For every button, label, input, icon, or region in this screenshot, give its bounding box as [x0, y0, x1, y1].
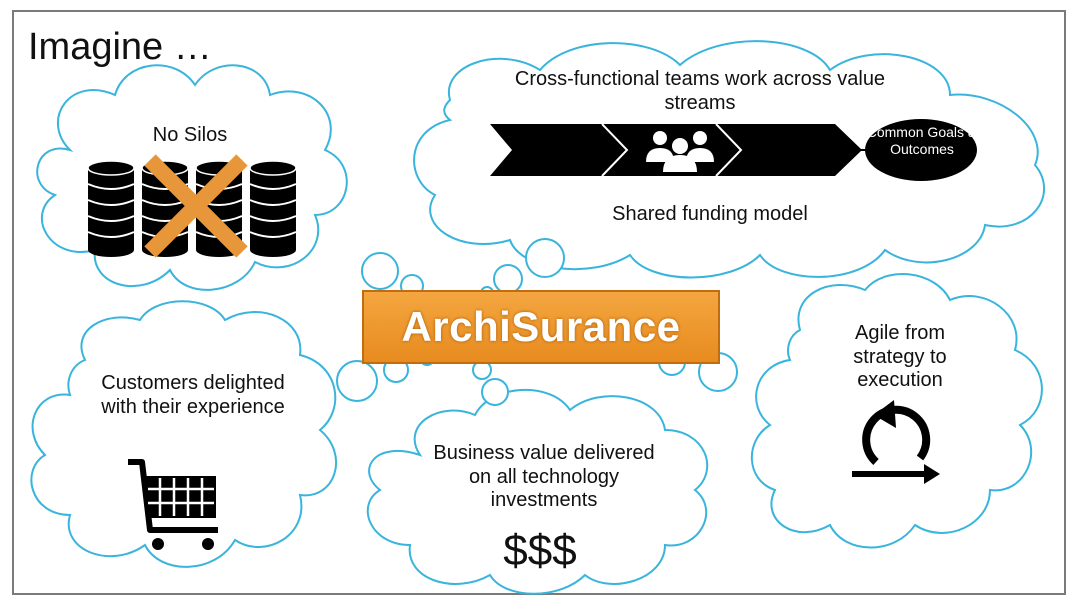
cloud-no-silos — [36, 64, 348, 291]
cross-icon — [144, 154, 248, 258]
dollar-symbol: $$$ — [503, 526, 577, 575]
archisurance-label: ArchiSurance — [401, 303, 681, 350]
cycle-arrow-icon — [852, 400, 940, 484]
database-icon — [249, 160, 297, 257]
database-icon — [87, 160, 135, 257]
cloud-customers — [30, 300, 337, 568]
teams-heading: Cross-functional teams work across value… — [514, 68, 886, 114]
cloud-business — [366, 389, 709, 595]
people-icon — [646, 131, 714, 172]
no-silos-label: No Silos — [152, 124, 228, 146]
customers-label: Customers delighted with their experienc… — [101, 372, 285, 418]
business-label: Business value delivered on all technolo… — [433, 442, 655, 512]
funding-label: Shared funding model — [612, 203, 808, 225]
page-title: Imagine … — [28, 26, 212, 68]
goals-label: Common Goals & Outcomes — [866, 124, 978, 158]
shopping-cart-icon — [128, 459, 218, 550]
goals-oval — [865, 119, 977, 181]
archisurance-box: ArchiSurance — [362, 290, 720, 364]
agile-label: Agile from strategy to execution — [853, 322, 947, 392]
